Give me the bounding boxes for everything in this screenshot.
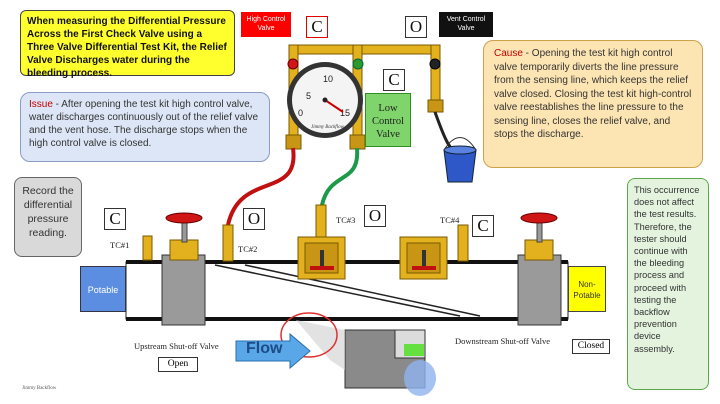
test-cock-3 [315, 204, 327, 238]
cause-callout: Cause - Opening the test kit high contro… [483, 40, 703, 168]
issue-callout: Issue - After opening the test kit high … [20, 92, 270, 162]
upstream-state: Open [158, 357, 198, 372]
tc2-state: O [243, 208, 265, 230]
tc1-label: TC#1 [110, 240, 130, 250]
cause-text: - Opening the test kit high control valv… [494, 48, 692, 140]
annotation-circle [280, 312, 338, 358]
gauge-tick-0: 0 [298, 108, 303, 118]
high-side-hose [226, 147, 296, 226]
test-cock-4 [457, 224, 469, 262]
low-side-hose [320, 147, 360, 206]
test-cock-2 [222, 224, 234, 262]
downstream-state: Closed [572, 339, 610, 354]
vent-hose [433, 111, 456, 152]
note-callout: This occurrence does not affect the test… [627, 178, 709, 390]
gauge-brand: Jimmy Backflow [311, 125, 345, 130]
cause-label: Cause [494, 48, 523, 59]
gauge-tick-10: 10 [323, 74, 333, 84]
first-check-valve [297, 236, 346, 280]
low-control-state: C [383, 69, 405, 91]
footer-credit: Jimmy Backflow [22, 386, 57, 391]
vent-control-valve-label: Vent Control Valve [439, 12, 493, 37]
potable-label: Potable [80, 266, 126, 312]
tc4-state: C [472, 215, 494, 237]
tc2-label: TC#2 [238, 244, 258, 254]
high-control-valve-label: High Control Valve [241, 12, 291, 37]
gauge-tick-15: 15 [340, 108, 350, 118]
tc1-state: C [104, 208, 126, 230]
upstream-shutoff-valve [161, 212, 206, 326]
gauge-needle [324, 99, 344, 113]
issue-text: - After opening the test kit high contro… [29, 99, 259, 149]
flow-arrow [235, 332, 311, 370]
title-callout: When measuring the Differential Pressure… [20, 10, 235, 79]
tc3-label: TC#3 [336, 215, 356, 225]
non-potable-label: Non-Potable [568, 266, 606, 312]
test-cock-1 [142, 235, 153, 261]
low-control-valve-label: Low Control Valve [365, 93, 411, 147]
flow-label: Flow [246, 340, 283, 357]
tc4-label: TC#4 [440, 215, 460, 225]
downstream-shutoff-valve [517, 212, 562, 326]
downstream-label: Downstream Shut-off Valve [455, 336, 551, 346]
differential-gauge: 5 10 0 15 Jimmy Backflow [287, 62, 363, 138]
gauge-tick-5: 5 [306, 91, 311, 101]
high-control-state: C [306, 16, 328, 38]
relief-valve [296, 320, 436, 396]
issue-label: Issue [29, 99, 53, 110]
water-bucket [443, 137, 477, 183]
vent-control-state: O [405, 16, 427, 38]
upstream-label: Upstream Shut-off Valve [134, 341, 219, 351]
tc3-state: O [364, 205, 386, 227]
second-check-valve [399, 236, 448, 280]
record-callout: Record the differential pressure reading… [14, 177, 82, 257]
